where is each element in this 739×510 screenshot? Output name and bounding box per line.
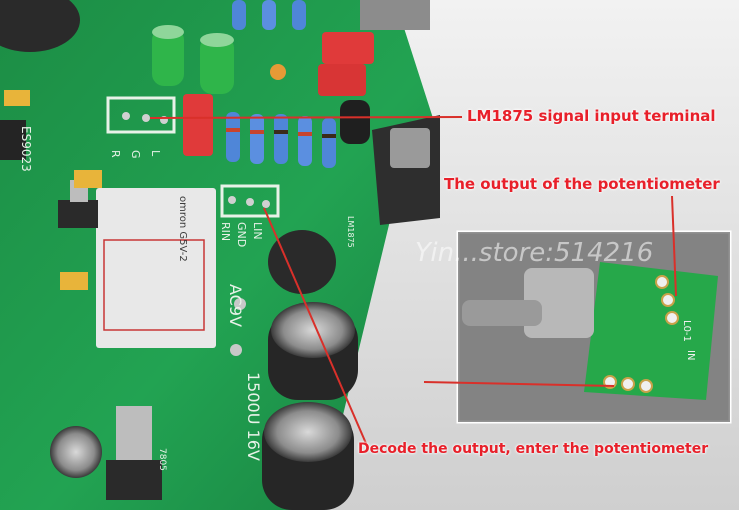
bridge-rectifier <box>268 230 336 294</box>
silk-lin: LIN <box>251 222 264 240</box>
silk-es9023: ES9023 <box>19 126 33 172</box>
green-capacitor-top <box>200 33 234 47</box>
relay <box>96 188 216 348</box>
filter-capacitor-top <box>264 402 352 462</box>
tantalum-capacitor <box>60 272 88 290</box>
reg-7805 <box>106 460 162 500</box>
silk-pot-module: L0-1 <box>681 320 692 342</box>
resistor-row <box>226 112 336 168</box>
silk-r: R <box>109 150 122 158</box>
arrow-decode-to-board <box>263 207 369 449</box>
potentiometer-inset <box>456 230 732 424</box>
pot-shaft <box>462 300 542 326</box>
silk-7805: 7805 <box>157 448 167 471</box>
silk-ac9v: AC9V <box>226 284 245 327</box>
green-capacitor <box>200 36 234 94</box>
label-pot-output: The output of the potentiometer <box>444 175 720 193</box>
top-left-component <box>0 0 80 52</box>
es9023-chip <box>0 120 26 160</box>
resistor-row-top <box>232 0 306 30</box>
arrow-pot-output <box>671 195 677 297</box>
terminal-rgl-outline <box>106 96 176 134</box>
label-signal-input: LM1875 signal input terminal <box>467 107 716 125</box>
silk-relay: omron G5V-2 <box>177 196 188 262</box>
silk-pot-in: IN <box>685 350 696 360</box>
lm1875-tab <box>390 128 430 168</box>
small-electrolytic <box>340 100 370 144</box>
small-capacitor <box>50 426 102 478</box>
reg-7805-heatsink <box>116 406 152 462</box>
red-film-capacitor <box>183 94 213 156</box>
heatsink-top <box>360 0 430 30</box>
ceramic-capacitor <box>270 64 286 80</box>
terminal-rin-gnd-lin-outline <box>220 184 280 218</box>
arrow-signal-input <box>149 116 463 119</box>
silk-lm1875: LM1875 <box>346 216 355 248</box>
silk-rin: RIN <box>219 222 232 241</box>
label-decode-output: Decode the output, enter the potentiomet… <box>358 441 709 457</box>
silk-cap-value: 1500U 16V <box>244 372 263 461</box>
tantalum-capacitor <box>4 90 30 106</box>
green-capacitor <box>152 28 184 86</box>
silk-l: L <box>149 150 162 157</box>
pot-module-pcb <box>584 262 718 400</box>
red-film-capacitor <box>318 64 366 96</box>
silk-gnd: GND <box>235 222 248 247</box>
filter-capacitor-top <box>271 302 355 358</box>
silk-g: G <box>129 150 142 159</box>
red-film-capacitor <box>322 32 374 64</box>
green-capacitor-top <box>152 25 184 39</box>
arrow-decode-to-pot <box>423 381 615 387</box>
regulator-small <box>58 200 98 228</box>
tantalum-capacitor <box>74 170 102 188</box>
store-watermark: Yin...store:514216 <box>415 238 654 268</box>
